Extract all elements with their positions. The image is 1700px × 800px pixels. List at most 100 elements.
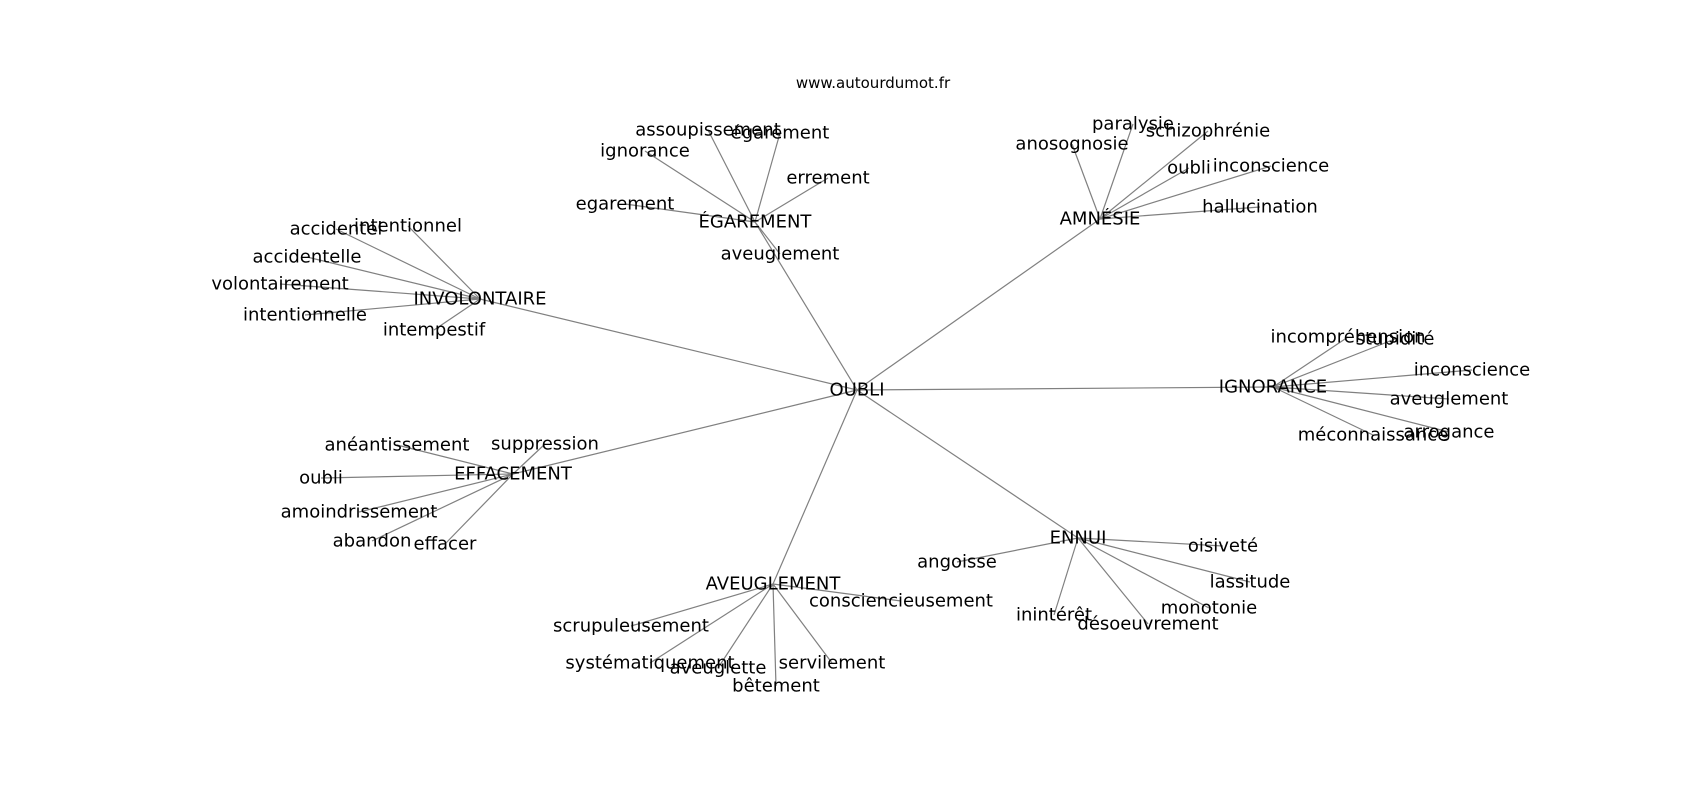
edge-group-leaf xyxy=(1099,167,1190,220)
leaf-node: intempestif xyxy=(383,320,486,341)
edge-group-leaf xyxy=(396,444,514,475)
leaf-node: oisiveté xyxy=(1188,536,1258,557)
leaf-node: amoindrissement xyxy=(281,502,438,523)
leaf-node: intentionnel xyxy=(354,216,462,237)
leaf-node: ignorance xyxy=(600,141,690,162)
leaf-node: oubli xyxy=(1167,158,1211,179)
leaf-node: inintérêt xyxy=(1016,605,1092,626)
leaf-node: arrogance xyxy=(1404,422,1495,443)
leaf-node: monotonie xyxy=(1161,598,1258,619)
edge-group-leaf xyxy=(444,473,514,545)
leaf-node: aveuglement xyxy=(721,244,840,265)
edge-group-leaf xyxy=(649,583,774,664)
edge-group-leaf xyxy=(630,583,774,627)
edge-group-leaf xyxy=(772,583,777,687)
edge-group-leaf xyxy=(624,203,756,223)
leaf-node: méconnaissance xyxy=(1298,425,1449,446)
leaf-node: systématiquement xyxy=(565,653,734,674)
edge-group-leaf xyxy=(320,473,514,479)
edge-group-leaf xyxy=(956,537,1079,563)
leaf-node: paralysie xyxy=(1092,114,1174,135)
leaf-node: égarement xyxy=(731,123,830,144)
leaf-node: lassitude xyxy=(1210,572,1291,593)
edge-group-leaf xyxy=(335,228,481,300)
edge-group-leaf xyxy=(1272,336,1349,388)
leaf-node: anéantissement xyxy=(325,435,470,456)
edge-group-leaf xyxy=(407,225,481,300)
leaf-node: angoisse xyxy=(917,552,997,573)
graph-edges xyxy=(279,123,1473,687)
leaf-node: accidentelle xyxy=(253,247,362,268)
leaf-node: abandon xyxy=(333,531,412,552)
edge-group-leaf xyxy=(707,129,756,223)
edge-group-leaf xyxy=(1071,143,1101,220)
edge-group-leaf xyxy=(1053,537,1079,616)
edge-group-leaf xyxy=(1272,369,1473,388)
edge-center-group xyxy=(772,389,858,585)
leaf-node: inconscience xyxy=(1414,360,1530,381)
edge-group-leaf xyxy=(1077,537,1210,609)
group-node: ENNUI xyxy=(1050,528,1107,549)
edge-group-leaf xyxy=(371,473,514,542)
group-node: INVOLONTAIRE xyxy=(413,289,546,310)
leaf-node: aveuglette xyxy=(670,658,767,679)
edge-group-leaf xyxy=(1099,206,1261,220)
edge-group-leaf xyxy=(512,443,546,475)
leaf-node: suppression xyxy=(491,434,599,455)
leaf-node: consciencieusement xyxy=(809,591,993,612)
edge-group-leaf xyxy=(1272,386,1374,436)
group-node: EFFACEMENT xyxy=(454,464,573,485)
edge-group-leaf xyxy=(433,298,481,331)
group-node: AVEUGLEMENT xyxy=(706,574,842,595)
edge-group-leaf xyxy=(1099,165,1272,220)
leaf-node: effacer xyxy=(414,534,477,555)
edge-center-group xyxy=(512,389,858,475)
leaf-node: egarement xyxy=(576,194,675,215)
edge-group-leaf xyxy=(644,150,756,223)
leaf-node: incompréhension xyxy=(1270,327,1425,348)
leaf-node: bêtement xyxy=(732,676,820,697)
leaf-node: assoupissement xyxy=(635,120,781,141)
edge-center-group xyxy=(479,298,858,391)
edge-group-leaf xyxy=(754,177,829,223)
edge-group-leaf xyxy=(754,221,781,255)
leaf-node: volontairement xyxy=(211,274,348,295)
edge-center-group xyxy=(856,218,1101,391)
site-watermark: www.autourdumot.fr xyxy=(796,74,951,92)
leaf-node: anosognosie xyxy=(1015,134,1128,155)
group-node: AMNÉSIE xyxy=(1060,208,1141,230)
edge-center-group xyxy=(856,389,1079,539)
edge-group-leaf xyxy=(1272,338,1396,388)
group-node: ÉGAREMENT xyxy=(699,211,813,233)
edge-group-leaf xyxy=(1077,537,1251,583)
leaf-node: oubli xyxy=(299,468,343,489)
group-node: IGNORANCE xyxy=(1219,377,1327,398)
edge-group-leaf xyxy=(1099,123,1134,220)
leaf-node: schizophrénie xyxy=(1146,121,1271,142)
edge-group-leaf xyxy=(1099,130,1209,220)
edge-group-leaf xyxy=(772,583,833,664)
edge-group-leaf xyxy=(358,473,514,513)
edge-center-group xyxy=(754,221,858,391)
edge-group-leaf xyxy=(1272,386,1450,400)
leaf-node: accidentel xyxy=(290,219,383,240)
leaf-node: intentionnelle xyxy=(243,305,367,326)
leaf-node: scrupuleusement xyxy=(553,616,709,637)
edge-group-leaf xyxy=(717,583,774,669)
edge-group-leaf xyxy=(1272,386,1450,433)
leaf-node: stupidité xyxy=(1356,329,1435,350)
leaf-node: servilement xyxy=(779,653,886,674)
edge-center-group xyxy=(856,386,1274,391)
leaf-node: inconscience xyxy=(1213,156,1329,177)
leaf-node: errement xyxy=(786,168,869,189)
leaf-node: hallucination xyxy=(1202,197,1318,218)
edge-group-leaf xyxy=(304,298,481,316)
center-node: OUBLI xyxy=(829,380,884,401)
leaf-node: aveuglement xyxy=(1390,389,1509,410)
edge-group-leaf xyxy=(1077,537,1224,547)
edge-group-leaf xyxy=(1077,537,1149,625)
edge-group-leaf xyxy=(279,283,481,300)
edge-group-leaf xyxy=(754,132,781,223)
